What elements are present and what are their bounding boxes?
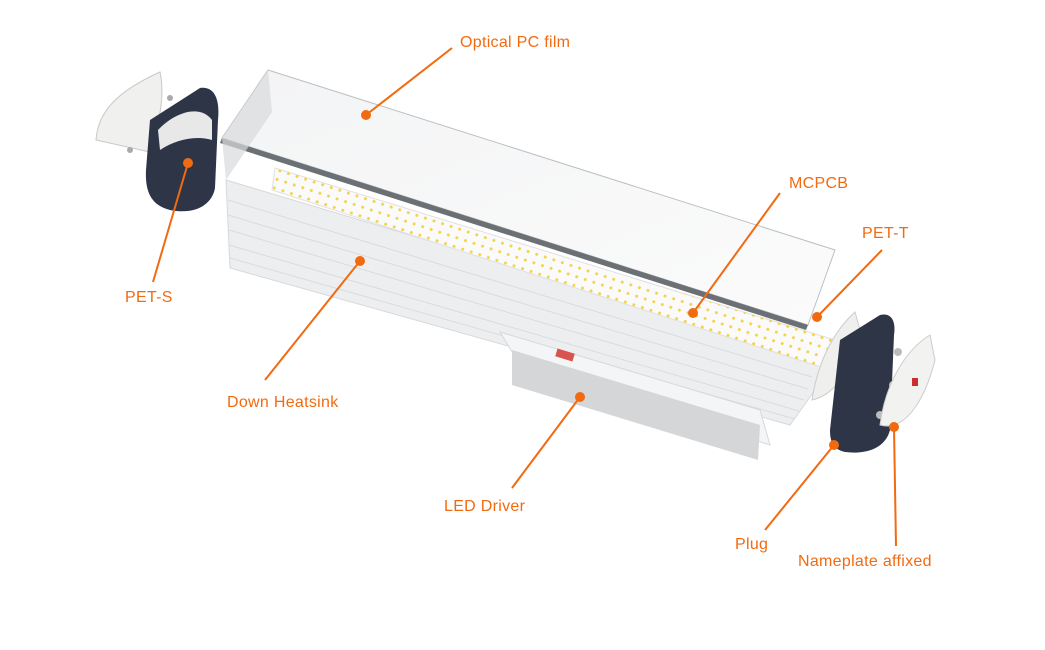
label-optical-pc-film: Optical PC film	[460, 34, 571, 51]
label-pet-s: PET-S	[125, 289, 173, 306]
optical-pc-film	[220, 69, 836, 330]
callout-leaders	[152, 47, 899, 547]
nameplate	[879, 334, 936, 427]
label-pet-t: PET-T	[862, 225, 909, 242]
label-mcpcb: MCPCB	[789, 175, 849, 192]
label-down-heatsink: Down Heatsink	[227, 394, 339, 411]
driver-label-badge	[555, 348, 575, 362]
pet-s	[95, 71, 173, 153]
label-plug: Plug	[735, 536, 769, 553]
label-nameplate: Nameplate affixed	[798, 553, 932, 570]
led-driver	[498, 331, 771, 460]
label-led-driver: LED Driver	[444, 498, 526, 515]
left-end-cap	[145, 87, 219, 212]
